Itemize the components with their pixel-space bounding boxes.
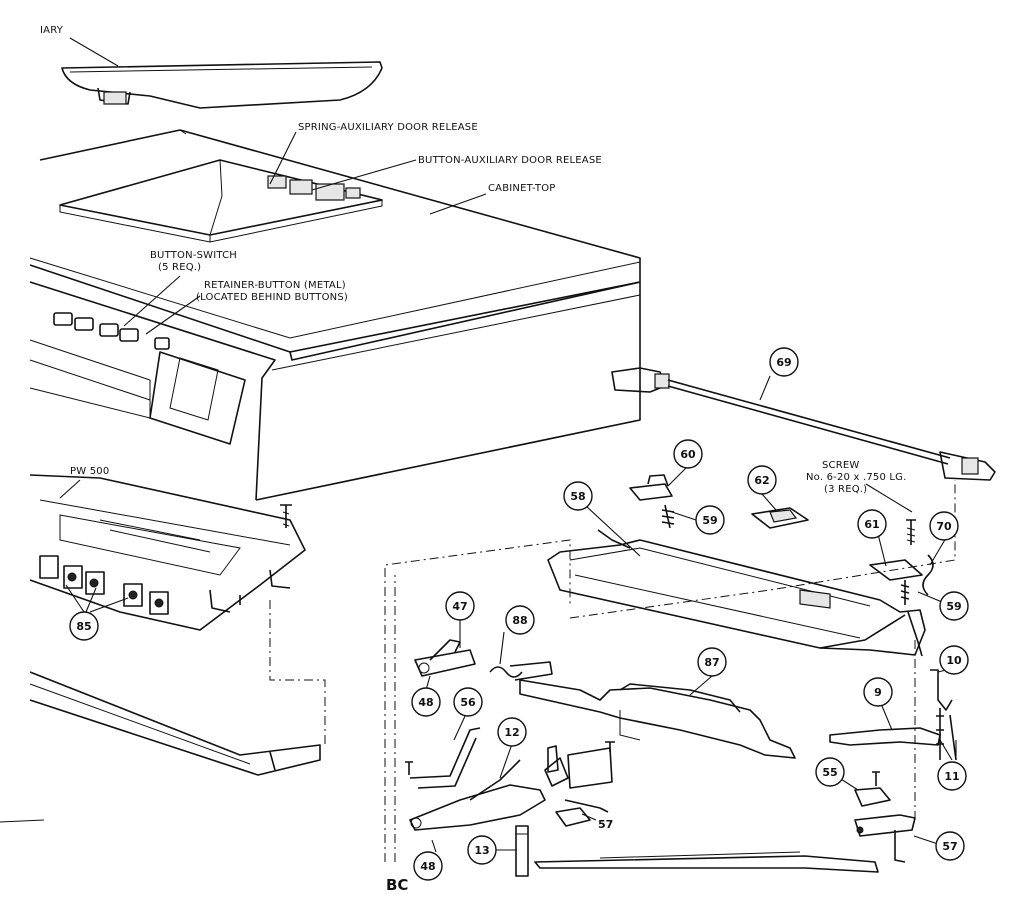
callout-12: 12 (497, 717, 527, 747)
callout-70: 70 (929, 511, 959, 541)
callout-9: 9 (863, 677, 893, 707)
label-screw-qty: (3 REQ.) (824, 484, 867, 495)
latch-arm-12 (409, 745, 591, 831)
svg-text:12: 12 (504, 726, 519, 739)
svg-text:60: 60 (680, 448, 696, 461)
leader-spring-release (269, 131, 297, 185)
control-board (29, 474, 306, 631)
handle-87 (519, 679, 796, 759)
callout-48-upper: 48 (411, 687, 441, 717)
svg-text:61: 61 (864, 518, 879, 531)
hinge-part (869, 519, 934, 605)
svg-text:13: 13 (474, 844, 489, 857)
pin-13 (515, 825, 529, 877)
svg-text:69: 69 (776, 356, 791, 369)
bracket-56 (405, 727, 481, 789)
leader-button-switch (123, 275, 181, 327)
assembly-boundary-right (569, 480, 956, 619)
svg-text:57: 57 (942, 840, 957, 853)
latch-assembly-right (829, 669, 957, 863)
label-spring-auxiliary-door-release: SPRING-AUXILIARY DOOR RELEASE (298, 122, 478, 133)
leader-57-upper (581, 813, 597, 821)
label-auxiliary-door: IARY (40, 25, 64, 36)
callout-62: 62 (747, 465, 777, 495)
callout-61: 61 (857, 509, 887, 539)
svg-text:56: 56 (460, 696, 476, 709)
svg-text:9: 9 (874, 686, 882, 699)
callout-58: 58 (563, 481, 593, 511)
leader-model (59, 479, 81, 499)
assembly-boundary-box (384, 539, 571, 862)
svg-text:58: 58 (570, 490, 585, 503)
callout-87: 87 (697, 647, 727, 677)
svg-text:11: 11 (944, 770, 959, 783)
label-retainer-button: RETAINER-BUTTON (METAL) (204, 280, 346, 291)
svg-text:88: 88 (512, 614, 527, 627)
callout-leaders (65, 375, 957, 853)
door-frame (547, 529, 926, 657)
assembly-boundary-left (269, 600, 326, 745)
callout-47: 47 (445, 591, 475, 621)
mount-plate-57 (564, 741, 615, 813)
callout-85: 85 (69, 611, 99, 641)
callout-88: 88 (505, 605, 535, 635)
front-trim (0, 671, 321, 823)
label-button-auxiliary-door-release: BUTTON-AUXILIARY DOOR RELEASE (418, 155, 602, 166)
svg-text:55: 55 (822, 766, 837, 779)
auxiliary-door (61, 61, 383, 109)
callout-10: 10 (939, 645, 969, 675)
label-retainer-button-location: (LOCATED BEHIND BUTTONS) (196, 292, 348, 303)
svg-text:10: 10 (946, 654, 962, 667)
callout-59-upper: 59 (695, 505, 725, 535)
callout-59-lower: 59 (939, 591, 969, 621)
callout-11: 11 (937, 761, 967, 791)
leader-retainer-button (145, 295, 201, 335)
label-button-switch: BUTTON-SWITCH (150, 250, 237, 261)
callout-57-upper: 57 (598, 818, 613, 831)
label-cabinet-top: CABINET-TOP (488, 183, 556, 194)
svg-text:62: 62 (754, 474, 769, 487)
leader-cabinet-top (429, 193, 487, 215)
label-button-switch-qty: (5 REQ.) (158, 262, 201, 273)
callout-69: 69 (769, 347, 799, 377)
label-model: PW 500 (70, 466, 109, 477)
cabinet-top (29, 129, 641, 501)
svg-text:48: 48 (420, 860, 435, 873)
svg-text:59: 59 (702, 514, 717, 527)
latch-part (751, 507, 809, 529)
leader-button-release (311, 159, 417, 191)
leader-auxiliary-door (69, 37, 119, 67)
label-screw: SCREW (822, 460, 859, 471)
label-screw-size: No. 6-20 x .750 LG. (806, 472, 907, 483)
svg-text:87: 87 (704, 656, 719, 669)
lever-47 (414, 639, 476, 677)
callout-56: 56 (453, 687, 483, 717)
callout-55: 55 (815, 757, 845, 787)
svg-text:85: 85 (76, 620, 91, 633)
svg-text:48: 48 (418, 696, 433, 709)
svg-text:47: 47 (452, 600, 467, 613)
callout-48-lower: 48 (413, 851, 443, 881)
svg-text:70: 70 (936, 520, 952, 533)
callout-57-lower: 57 (935, 831, 965, 861)
rod (611, 367, 996, 481)
callout-60: 60 (673, 439, 703, 469)
bottom-rail (534, 851, 879, 873)
spring-88 (489, 661, 553, 681)
callout-13: 13 (467, 835, 497, 865)
section-marker: BC (386, 876, 408, 894)
clip-part (629, 474, 675, 529)
svg-text:59: 59 (946, 600, 961, 613)
